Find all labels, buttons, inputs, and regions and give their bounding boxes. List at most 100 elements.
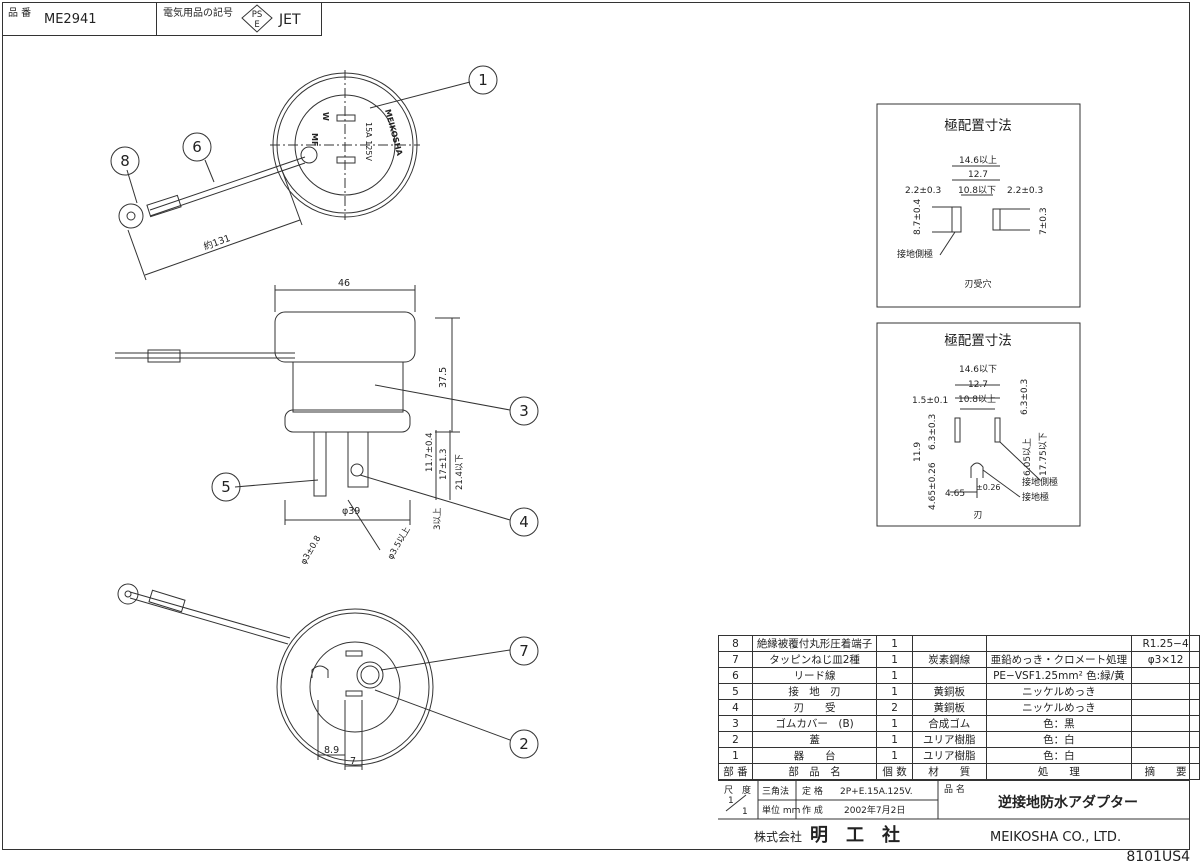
balloon-7 bbox=[509, 636, 539, 666]
panel1-ground-label: 接地側極 bbox=[897, 248, 933, 260]
parts-cell-material: ユリア樹脂 bbox=[911, 731, 987, 748]
panel1-dim-10-8: 10.8以下 bbox=[958, 186, 996, 196]
title-block: 品 番 ME2941 電気用品の記号 PS E JET bbox=[2, 2, 322, 36]
panel-receptacle bbox=[876, 103, 1081, 308]
parts-cell-name: リード線 bbox=[751, 667, 878, 684]
parts-cell-remarks: 摘 要 bbox=[1131, 763, 1200, 780]
panel2-dim-12-7: 12.7 bbox=[968, 380, 988, 390]
parts-cell-qty: 1 bbox=[876, 747, 913, 764]
dim-dia-39: φ39 bbox=[342, 506, 360, 517]
parts-cell-qty: 1 bbox=[876, 651, 913, 668]
parts-cell-name: タッピンねじ皿2種 bbox=[751, 651, 878, 668]
parts-cell-name: 部 品 名 bbox=[751, 763, 878, 780]
part-number: ME2941 bbox=[44, 12, 97, 27]
parts-cell-qty: 1 bbox=[876, 683, 913, 700]
dim-8-9: 8.9 bbox=[324, 745, 339, 756]
parts-cell-name: 絶縁被覆付丸形圧着端子 bbox=[751, 635, 878, 652]
parts-cell-finish: 色：黒 bbox=[985, 715, 1133, 732]
drawing-frame bbox=[2, 2, 1190, 850]
scale-label: 尺 度 bbox=[724, 784, 751, 796]
panel2-dim-6-3-left: 6.3±0.3 bbox=[928, 414, 938, 450]
parts-cell-no: 2 bbox=[718, 731, 753, 748]
parts-cell-qty: 2 bbox=[876, 699, 913, 716]
panel2-dim-0-26: ±0.26 bbox=[976, 483, 1001, 492]
parts-cell-material: 黄銅板 bbox=[911, 683, 987, 700]
panel2-dim-6-05: 6.05以上 bbox=[1022, 438, 1033, 476]
balloon-7-label: 7 bbox=[519, 642, 529, 660]
scale-top: 1 bbox=[728, 796, 734, 806]
dim-7: 7 bbox=[350, 756, 356, 767]
dim-17: 17±1.3 bbox=[439, 449, 449, 480]
balloon-6 bbox=[182, 132, 212, 162]
company-name-en: MEIKOSHA CO., LTD. bbox=[990, 830, 1121, 845]
parts-cell-name: 刃 受 bbox=[751, 699, 878, 716]
balloon-3-label: 3 bbox=[519, 402, 529, 420]
dim-11-7: 11.7±0.4 bbox=[425, 432, 435, 472]
top-view bbox=[118, 70, 471, 281]
panel2-ground-label: 接地極 bbox=[1022, 491, 1049, 503]
parts-cell-no: 7 bbox=[718, 651, 753, 668]
panel1-dim-14-6: 14.6以上 bbox=[959, 155, 997, 166]
parts-cell-qty: 1 bbox=[876, 667, 913, 684]
date-label: 作 成 bbox=[802, 804, 823, 816]
panel1-dim-2-2-left: 2.2±0.3 bbox=[905, 186, 941, 196]
panel2-dim-17-75: 17.75以下 bbox=[1039, 432, 1049, 476]
dim-width: 46 bbox=[338, 278, 350, 289]
parts-cell-no: 部 番 bbox=[718, 763, 753, 780]
parts-cell-finish: 色：白 bbox=[985, 731, 1133, 748]
part-number-cell: 品 番 ME2941 bbox=[2, 2, 157, 35]
parts-cell-remarks bbox=[1131, 683, 1200, 700]
parts-cell-remarks: R1.25−4 bbox=[1131, 635, 1200, 652]
parts-cell-material: ユリア樹脂 bbox=[911, 747, 987, 764]
balloon-2-label: 2 bbox=[519, 735, 529, 753]
parts-cell-finish: 色：白 bbox=[985, 747, 1133, 764]
side-view bbox=[115, 285, 511, 551]
mark-cell: 電気用品の記号 PS E JET bbox=[157, 2, 322, 35]
parts-cell-remarks bbox=[1131, 667, 1200, 684]
dim-3: 3以上 bbox=[433, 507, 443, 530]
company-prefix: 株式会社 bbox=[754, 829, 802, 844]
bottom-view bbox=[117, 583, 511, 770]
parts-cell-qty: 1 bbox=[876, 731, 913, 748]
unit: 単位 mm bbox=[762, 804, 800, 816]
parts-cell-material: 炭素鋼線 bbox=[911, 651, 987, 668]
part-number-label: 品 番 bbox=[8, 8, 32, 19]
parts-cell-remarks bbox=[1131, 747, 1200, 764]
balloon-2 bbox=[509, 729, 539, 759]
panel1-dim-8-7: 8.7±0.4 bbox=[913, 199, 923, 235]
pse-mark: PS E JET bbox=[241, 4, 301, 33]
parts-cell-name: 蓋 bbox=[751, 731, 878, 748]
balloon-5 bbox=[211, 472, 241, 502]
panel2-ground-side-label: 接地側極 bbox=[1022, 476, 1058, 488]
dim-height: 37.5 bbox=[438, 367, 449, 388]
balloon-8-label: 8 bbox=[120, 152, 130, 170]
panel2-dim-10-8: 10.8以上 bbox=[958, 394, 996, 405]
balloon-1 bbox=[468, 65, 498, 95]
jet-mark: JET bbox=[278, 12, 301, 28]
product-label: 品 名 bbox=[944, 783, 965, 795]
parts-cell-material: 合成ゴム bbox=[911, 715, 987, 732]
pse-bottom: E bbox=[254, 20, 259, 30]
parts-cell-no: 8 bbox=[718, 635, 753, 652]
scale-bottom: 1 bbox=[742, 807, 748, 817]
parts-cell-no: 5 bbox=[718, 683, 753, 700]
product-name: 逆接地防水アダプター bbox=[998, 794, 1138, 811]
panel2-dim-6-3-top: 6.3±0.3 bbox=[1020, 379, 1030, 415]
panel1-caption: 刃受穴 bbox=[964, 278, 991, 290]
panel1-dim-7: 7±0.3 bbox=[1039, 207, 1049, 235]
panel2-dim-11-9: 11.9 bbox=[913, 442, 923, 462]
panel2-caption: 刃 bbox=[973, 511, 982, 521]
parts-cell-name: 接 地 刃 bbox=[751, 683, 878, 700]
panel1-dim-12-7: 12.7 bbox=[968, 170, 988, 180]
panel1-title: 極配置寸法 bbox=[944, 118, 1012, 134]
mf-mark: MF bbox=[310, 133, 319, 146]
balloon-group bbox=[110, 65, 539, 759]
balloon-5-label: 5 bbox=[221, 478, 231, 496]
rating-mark: 15A 125V bbox=[364, 122, 373, 161]
panel2-dim-1-5: 1.5±0.1 bbox=[912, 396, 948, 406]
